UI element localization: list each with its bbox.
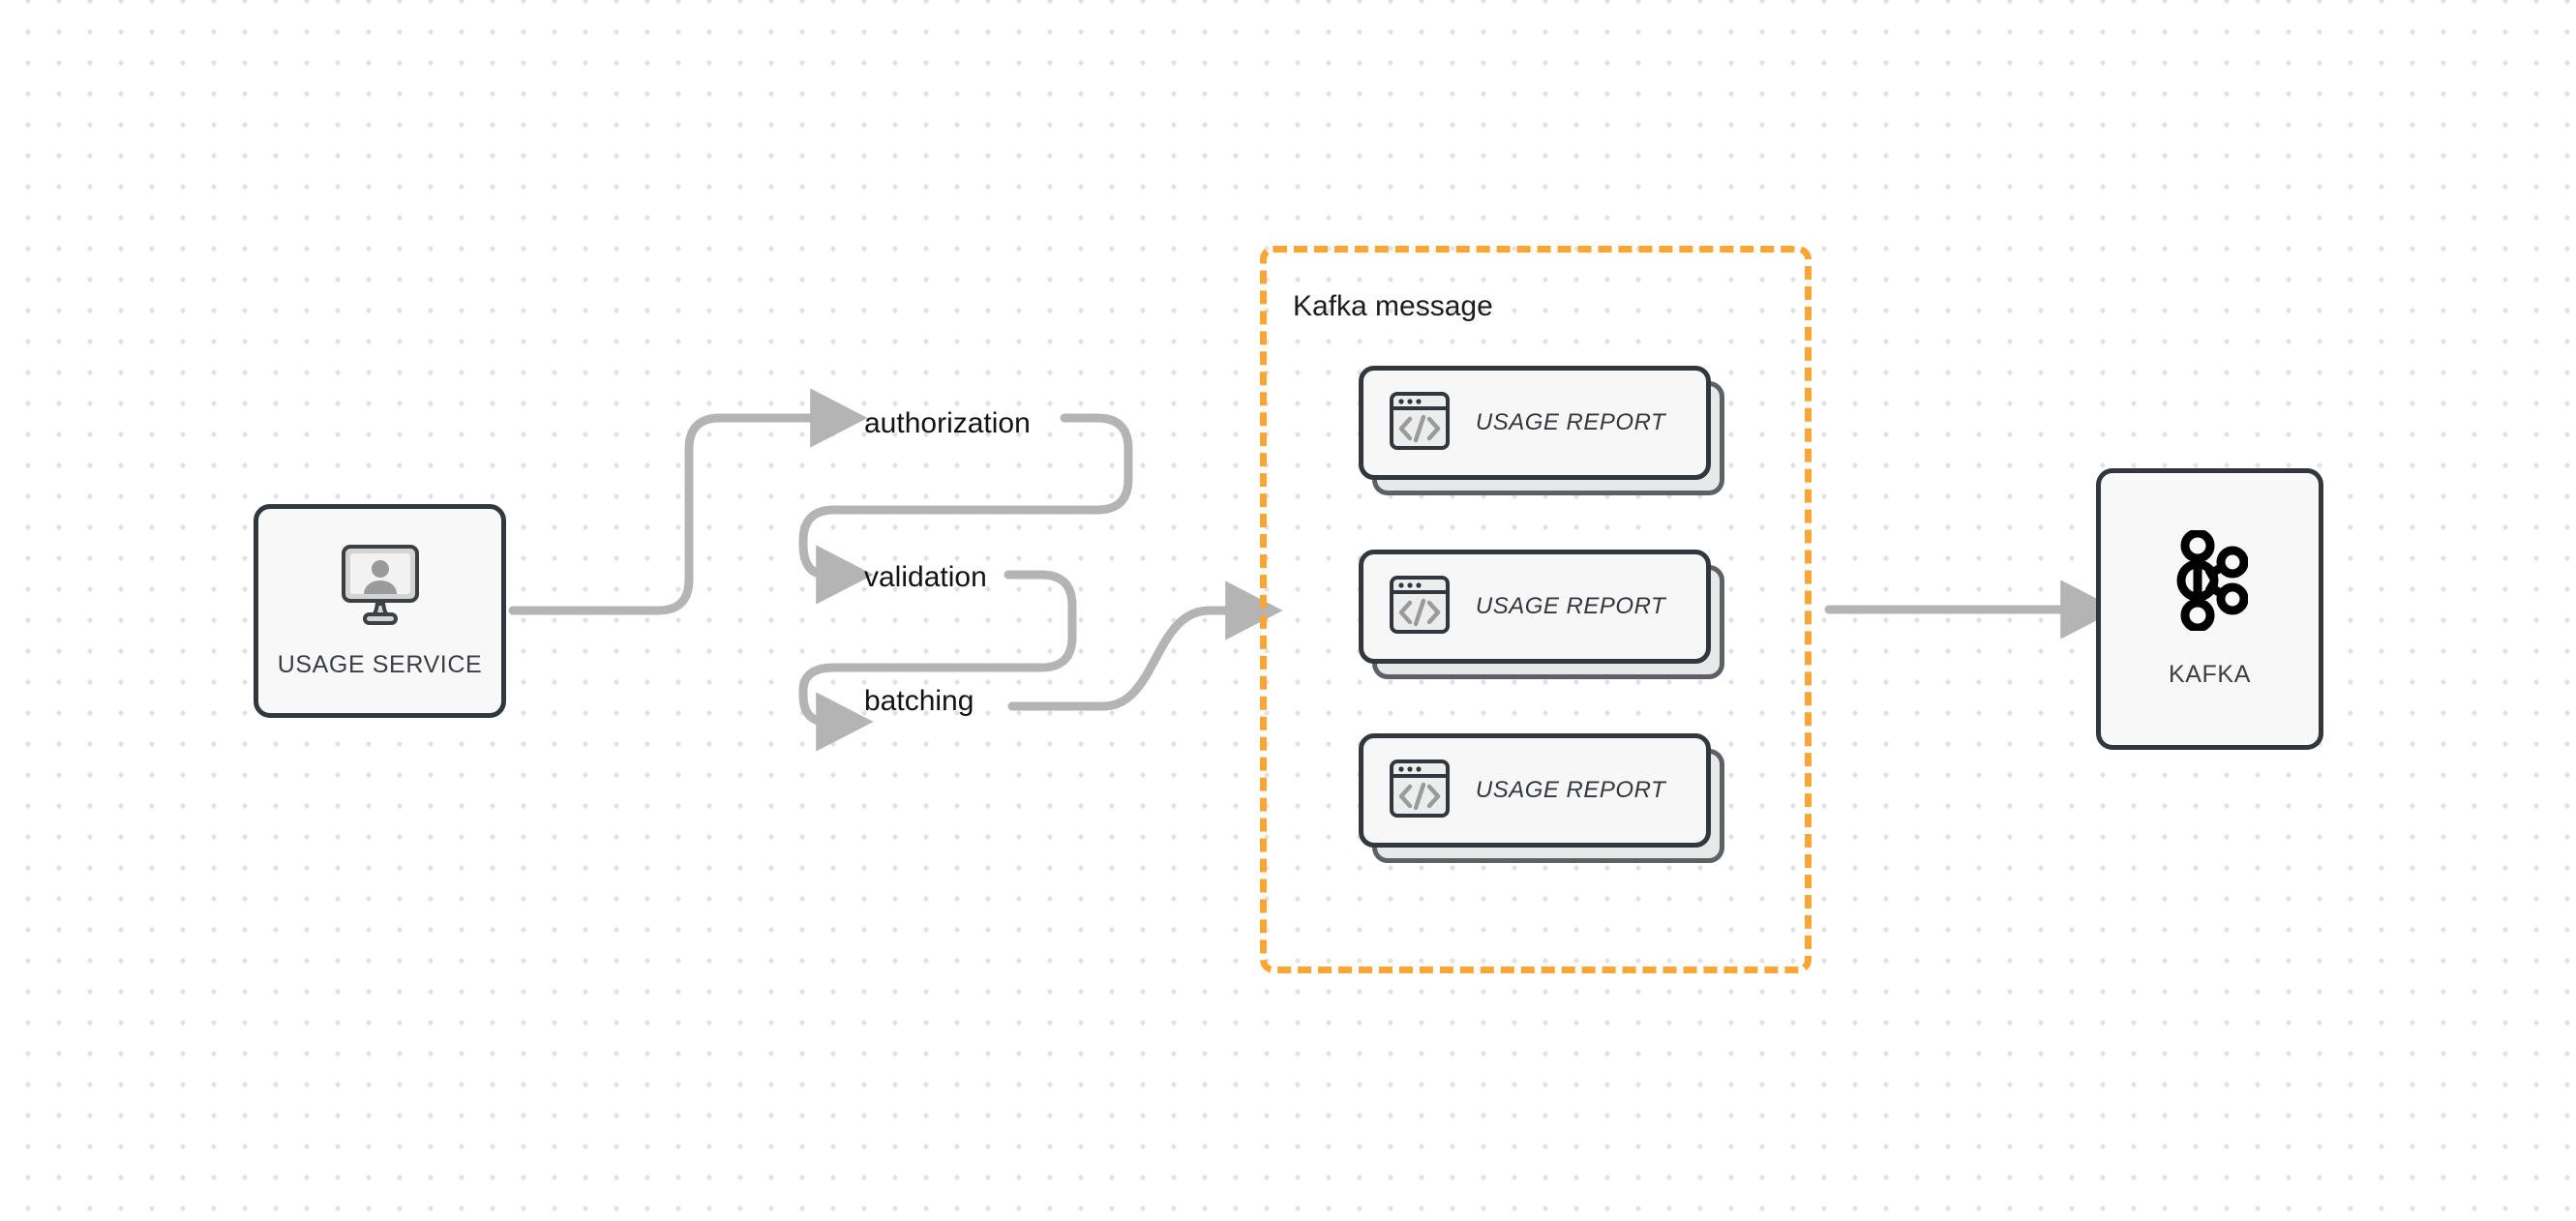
card-usage-report-label: USAGE REPORT	[1475, 409, 1666, 435]
kafka-logo-icon	[2172, 528, 2248, 636]
card-face: USAGE REPORT	[1359, 550, 1711, 664]
code-window-icon	[1389, 391, 1451, 456]
edge-batching-to-kafka-message	[1007, 581, 1283, 711]
card-usage-report-label: USAGE REPORT	[1475, 593, 1666, 619]
code-window-icon	[1389, 575, 1451, 640]
group-kafka-message-title: Kafka message	[1293, 290, 1493, 322]
card-face: USAGE REPORT	[1359, 366, 1711, 480]
flow-step-validation[interactable]: validation	[864, 561, 987, 593]
card-usage-report[interactable]: USAGE REPORT	[1359, 550, 1724, 679]
card-face: USAGE REPORT	[1359, 733, 1711, 848]
card-usage-report-label: USAGE REPORT	[1475, 777, 1666, 803]
node-usage-service[interactable]: USAGE SERVICE	[254, 504, 506, 718]
code-window-icon	[1389, 759, 1451, 823]
node-kafka-label: KAFKA	[2169, 660, 2251, 688]
group-kafka-message[interactable]	[1260, 246, 1812, 973]
edge-validation-to-batching	[798, 570, 1077, 752]
node-kafka[interactable]: KAFKA	[2096, 468, 2323, 750]
flow-step-authorization[interactable]: authorization	[864, 407, 1031, 439]
edge-usage-service-to-authorization	[508, 388, 868, 615]
flow-step-batching[interactable]: batching	[864, 685, 974, 717]
edge-authorization-to-validation	[798, 413, 1133, 605]
card-usage-report[interactable]: USAGE REPORT	[1359, 366, 1724, 495]
card-usage-report[interactable]: USAGE REPORT	[1359, 733, 1724, 863]
monitor-user-icon	[334, 544, 427, 630]
node-usage-service-label: USAGE SERVICE	[277, 650, 483, 678]
